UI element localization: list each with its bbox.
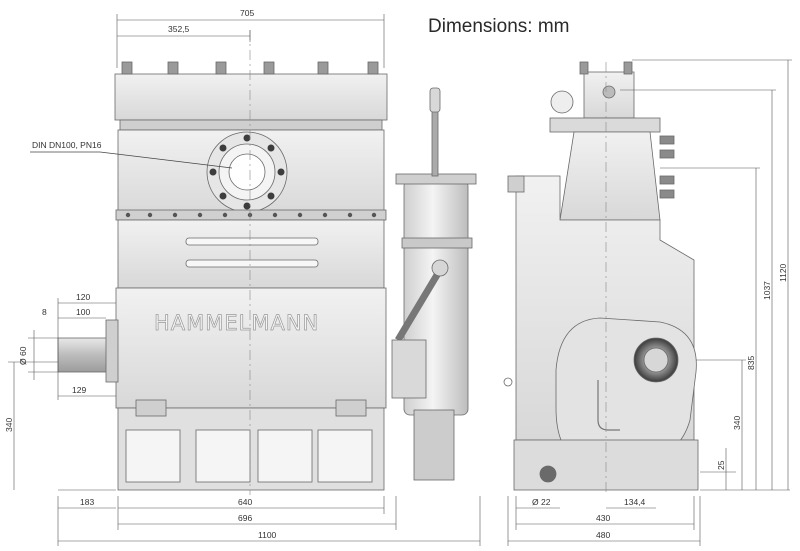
- dim-480: 480: [596, 530, 610, 540]
- dim-340-left: 340: [4, 418, 14, 432]
- crankcase: [115, 287, 387, 409]
- dim-134-4: 134,4: [624, 497, 646, 507]
- dim-dia-22: Ø 22: [532, 497, 551, 507]
- dim-430: 430: [596, 513, 610, 523]
- dimension-labels: 705 352,5 120 100 8 129 640 183 696 1100…: [4, 8, 788, 540]
- top-bolts: [121, 61, 379, 75]
- units-note: Dimensions: mm: [428, 16, 570, 37]
- dim-640: 640: [238, 497, 252, 507]
- callout-label: DIN DN100, PN16: [32, 140, 102, 150]
- dim-696: 696: [238, 513, 252, 523]
- front-cover: [117, 219, 385, 289]
- dim-8: 8: [42, 307, 47, 317]
- flange-bolts: [209, 134, 285, 210]
- dim-1100: 1100: [258, 530, 277, 540]
- dim-183: 183: [80, 497, 94, 507]
- flange-callout: DIN DN100, PN16: [30, 140, 233, 169]
- dim-1120: 1120: [778, 263, 788, 282]
- brand-lettering: HAMMELMANN: [154, 311, 319, 335]
- front-view: [57, 30, 477, 495]
- dim-120: 120: [76, 292, 90, 302]
- dim-100: 100: [76, 307, 90, 317]
- dim-25: 25: [716, 460, 726, 470]
- top-manifold: [114, 73, 388, 121]
- dim-340-side: 340: [732, 416, 742, 430]
- dim-129: 129: [72, 385, 86, 395]
- dim-1037: 1037: [762, 281, 772, 300]
- dim-dia-60: Ø 60: [18, 346, 28, 365]
- dim-835: 835: [746, 356, 756, 370]
- side-head: [559, 131, 661, 221]
- dim-705: 705: [240, 8, 254, 18]
- dim-352-5: 352,5: [168, 24, 190, 34]
- dimension-lines: [8, 14, 792, 546]
- side-view: [503, 61, 699, 495]
